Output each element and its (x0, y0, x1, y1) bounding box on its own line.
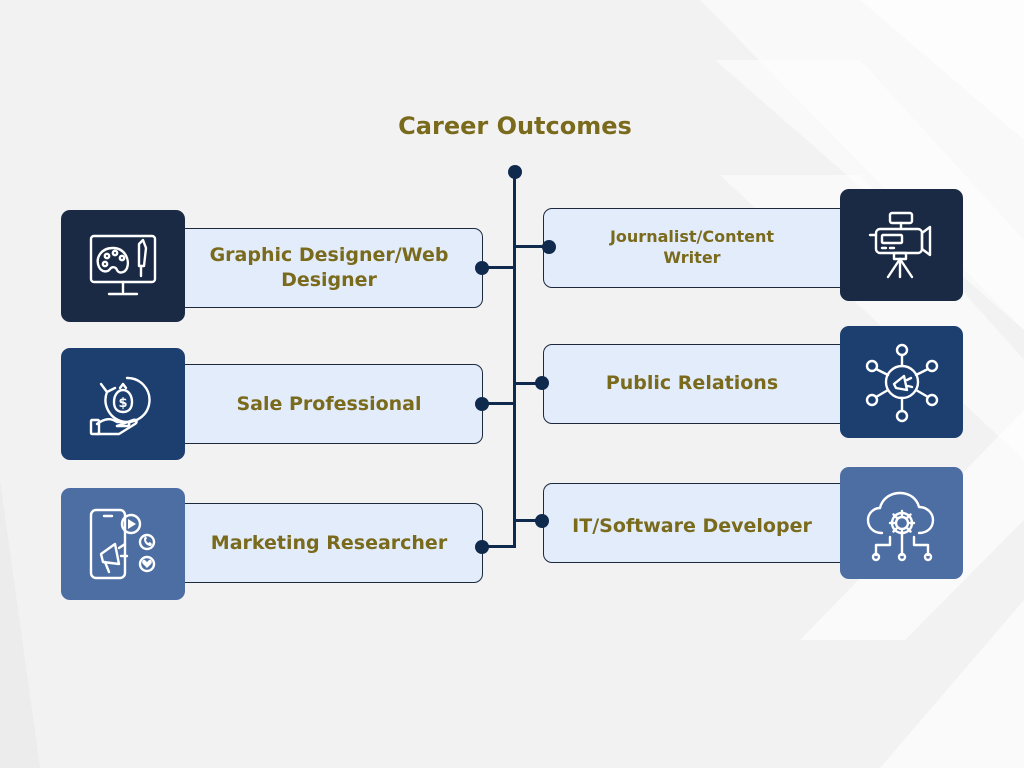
connector-right-3 (514, 519, 548, 522)
career-box-it-software: IT/Software Developer (543, 483, 861, 563)
career-label: Sale Professional (236, 392, 422, 415)
palette-monitor-icon (61, 210, 185, 322)
career-box-graphic-designer: Graphic Designer/Web Designer (165, 228, 483, 308)
video-camera-icon (840, 189, 963, 301)
spine-top-dot (508, 165, 522, 179)
career-label: Marketing Researcher (210, 531, 448, 554)
connector-dot (475, 540, 489, 554)
connector-dot (535, 514, 549, 528)
svg-text:$: $ (118, 396, 127, 411)
career-box-marketing-researcher: Marketing Researcher (165, 503, 483, 583)
career-box-journalist: Journalist/Content Writer (543, 208, 861, 288)
central-spine (513, 171, 516, 548)
connector-left-3 (484, 545, 515, 548)
connector-left-1 (484, 266, 515, 269)
money-hand-icon: $ (61, 348, 185, 460)
career-box-sale-professional: Sale Professional (165, 364, 483, 444)
connector-dot (475, 261, 489, 275)
connector-left-2 (484, 402, 515, 405)
connector-dot (542, 240, 556, 254)
connector-right-2 (514, 382, 548, 385)
connector-right-1 (514, 245, 548, 248)
career-box-public-relations: Public Relations (543, 344, 861, 424)
connector-dot (535, 376, 549, 390)
career-label: IT/Software Developer (572, 515, 812, 537)
career-label: Public Relations (605, 372, 779, 394)
page-title: Career Outcomes (398, 112, 632, 140)
connector-dot (475, 397, 489, 411)
career-label: Journalist/Content Writer (609, 227, 775, 267)
cloud-gear-icon (840, 467, 963, 579)
phone-megaphone-icon (61, 488, 185, 600)
megaphone-network-icon (840, 326, 963, 438)
career-label: Graphic Designer/Web Designer (209, 244, 449, 291)
